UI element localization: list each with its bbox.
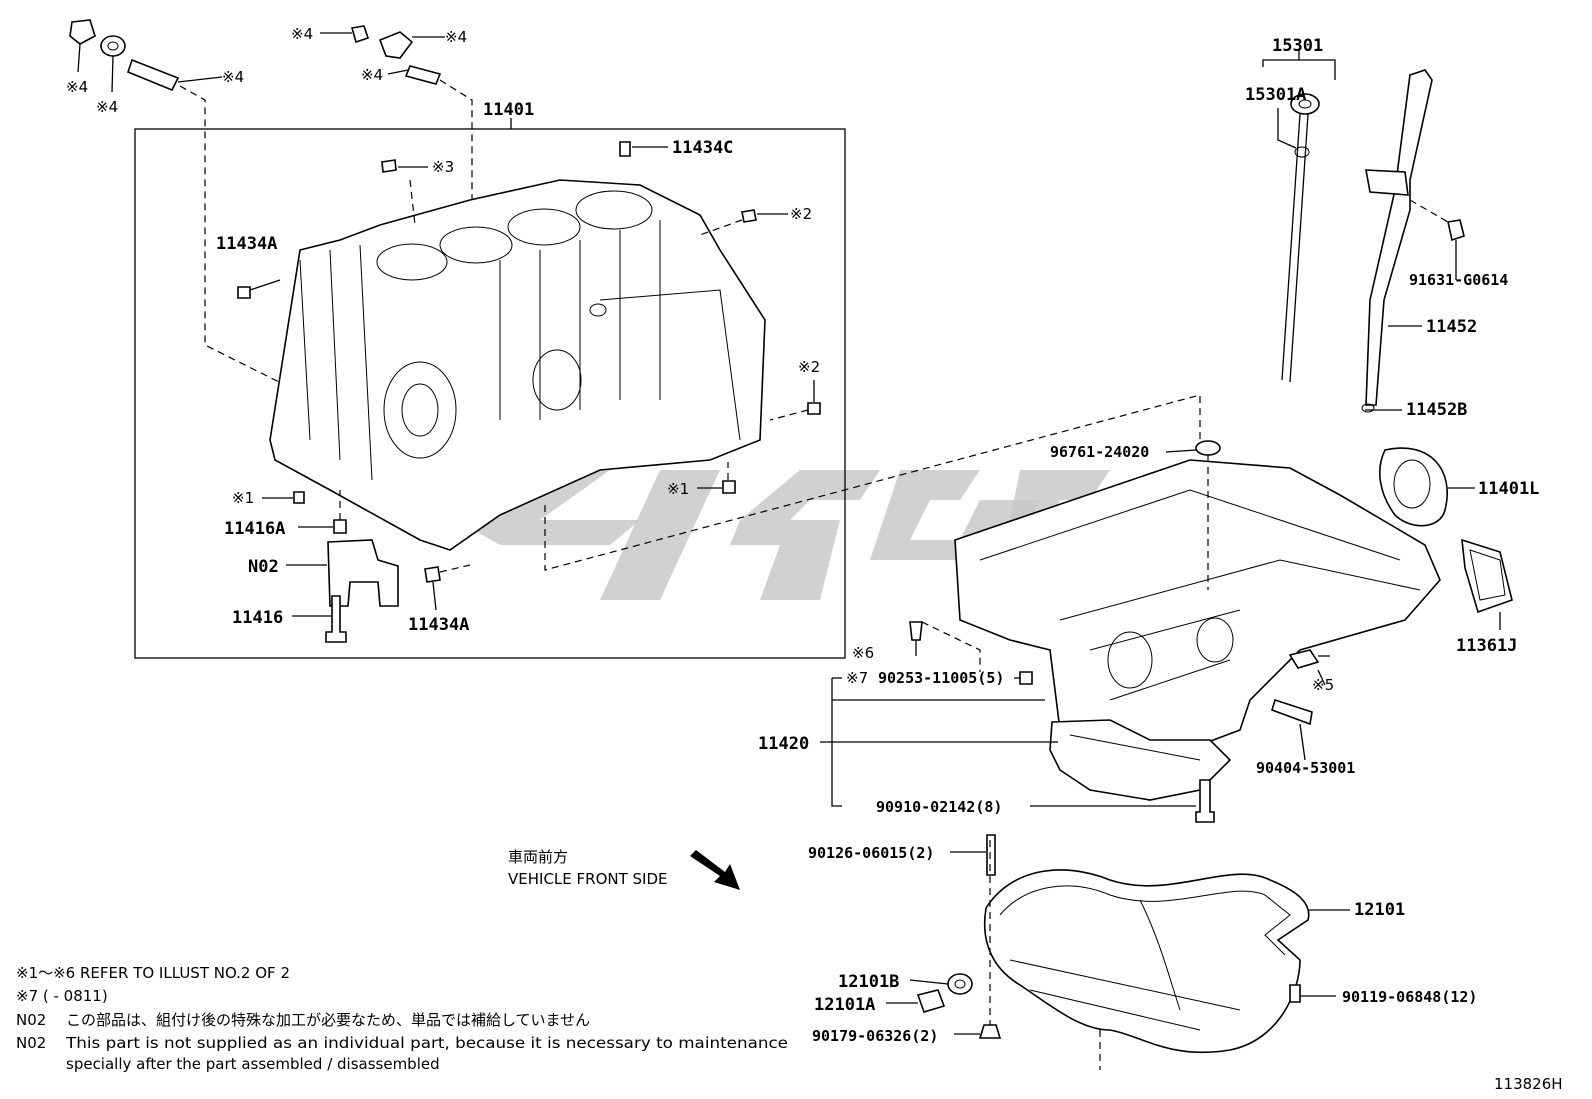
lower-case-leaders xyxy=(820,447,1513,823)
mark-4-d: ※4 xyxy=(291,25,313,43)
label-11361J: 11361J xyxy=(1456,636,1517,656)
mark-4-e: ※4 xyxy=(445,28,467,46)
small-part-leaders xyxy=(77,32,473,386)
mark-2-a: ※2 xyxy=(790,205,812,223)
label-12101: 12101 xyxy=(1354,900,1405,920)
note-n02-code-en: N02 xyxy=(16,1034,46,1052)
mark-4-b: ※4 xyxy=(96,98,118,116)
label-11420: 11420 xyxy=(758,734,809,754)
block-group-frame xyxy=(134,128,846,659)
mark-3: ※3 xyxy=(432,158,454,176)
label-90253-11005: 90253-11005(5) xyxy=(878,669,1004,687)
plug-and-washer-parts xyxy=(69,19,442,92)
mark-7: ※7 xyxy=(846,669,868,687)
label-96761-24020: 96761-24020 xyxy=(1050,443,1149,461)
label-90119-06848: 90119-06848(12) xyxy=(1342,988,1477,1006)
label-90179-06326: 90179-06326(2) xyxy=(812,1027,938,1045)
illustration-id: 113826H xyxy=(1494,1075,1563,1093)
note-7: ※7 ( - 0811) xyxy=(16,987,108,1005)
lower-crankcase-illustration xyxy=(954,440,1441,801)
vehicle-front-en: VEHICLE FRONT SIDE xyxy=(508,870,668,888)
mark-4-c: ※4 xyxy=(222,68,244,86)
label-11434C: 11434C xyxy=(672,138,733,158)
label-90910-02142: 90910-02142(8) xyxy=(876,798,1002,816)
note-refer: ※1～※6 REFER TO ILLUST NO.2 OF 2 xyxy=(16,964,290,982)
label-12101B: 12101B xyxy=(838,972,899,992)
label-11416: 11416 xyxy=(232,608,283,628)
label-11416A: 11416A xyxy=(224,519,285,539)
note-n02-en-cont: specially after the part assembled / dis… xyxy=(66,1055,440,1073)
oil-pan-illustration xyxy=(886,834,1350,1070)
block-leaders xyxy=(237,118,821,643)
note-n02-en: This part is not supplied as an individu… xyxy=(65,1034,788,1052)
mark-6: ※6 xyxy=(852,644,874,662)
mark-1-a: ※1 xyxy=(232,489,254,507)
vehicle-front-arrow-icon xyxy=(690,850,740,890)
mark-1-b: ※1 xyxy=(667,480,689,498)
label-11452B: 11452B xyxy=(1406,400,1467,420)
mark-5: ※5 xyxy=(1312,676,1334,694)
label-90126-06015: 90126-06015(2) xyxy=(808,844,934,862)
label-N02: N02 xyxy=(248,557,279,577)
label-12101A: 12101A xyxy=(814,995,875,1015)
label-91631-G0614: 91631-G0614 xyxy=(1409,271,1508,289)
vehicle-front-jp: 車両前方 xyxy=(508,848,568,866)
dipstick-parts xyxy=(1262,50,1465,413)
label-11401L: 11401L xyxy=(1478,479,1539,499)
note-n02-code-jp: N02 xyxy=(16,1011,46,1029)
label-15301A: 15301A xyxy=(1245,85,1306,105)
mark-4-a: ※4 xyxy=(66,78,88,96)
note-n02-jp: この部品は、組付け後の特殊な加工が必要なため、単品では補給していません xyxy=(66,1011,590,1029)
label-11401: 11401 xyxy=(483,100,534,120)
mark-4-f: ※4 xyxy=(361,66,383,84)
label-90404-53001: 90404-53001 xyxy=(1256,759,1355,777)
label-11434A-bottom: 11434A xyxy=(408,615,469,635)
cylinder-block-illustration xyxy=(269,179,766,551)
label-11452: 11452 xyxy=(1426,317,1477,337)
label-11434A-top: 11434A xyxy=(216,234,277,254)
mark-2-b: ※2 xyxy=(798,358,820,376)
label-15301: 15301 xyxy=(1272,36,1323,56)
